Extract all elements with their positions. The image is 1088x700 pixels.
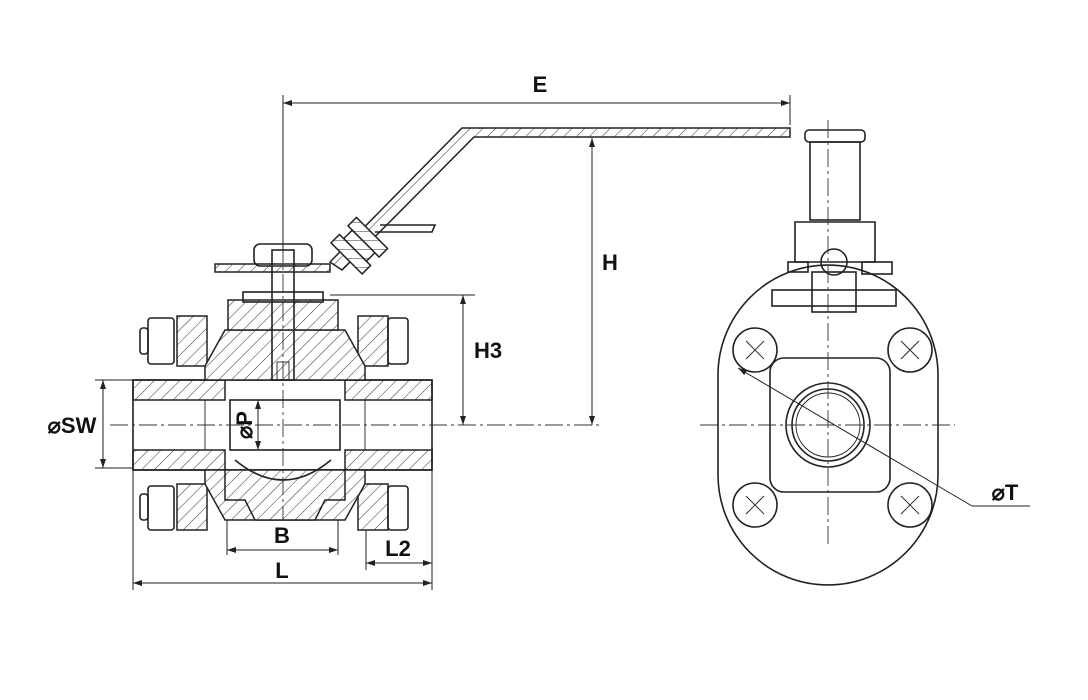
dim-label-h: H — [602, 250, 618, 275]
dim-label-e: E — [533, 72, 548, 97]
bolt-nut — [139, 317, 409, 531]
dim-label-p: ⌀P — [232, 411, 257, 439]
dim-label-sw: ⌀SW — [48, 413, 97, 438]
dim-label-b: B — [274, 523, 290, 548]
front-section-view — [110, 100, 791, 531]
flange-bolt — [732, 327, 933, 528]
dimension-lines — [95, 95, 1030, 590]
dim-label-h3: H3 — [474, 338, 502, 363]
dim-label-l: L — [275, 558, 288, 583]
dim-label-l2: L2 — [385, 536, 411, 561]
side-view — [700, 120, 955, 586]
dim-label-t: ⌀T — [992, 480, 1019, 505]
